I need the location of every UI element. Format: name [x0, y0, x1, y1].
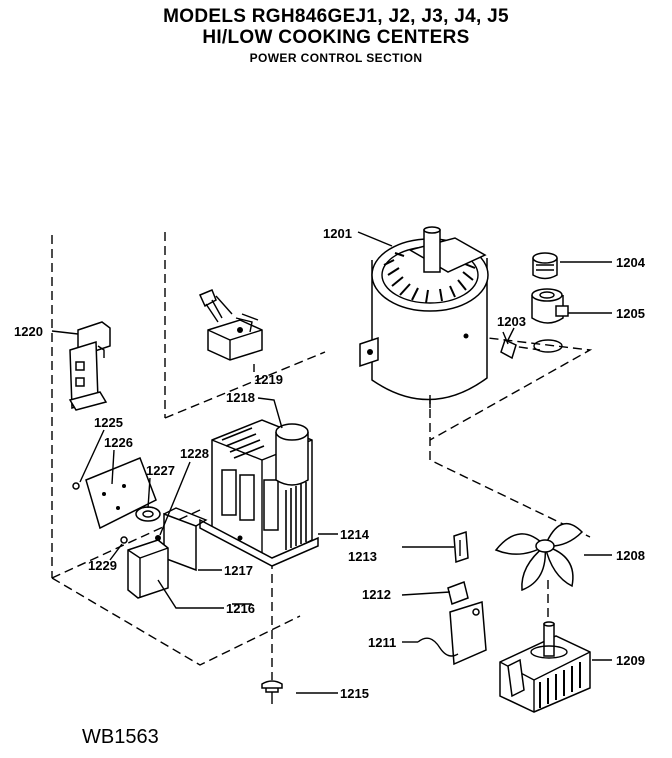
label-1205: 1205 — [616, 306, 645, 321]
label-1214: 1214 — [340, 527, 370, 542]
label-1201: 1201 — [323, 226, 352, 241]
part-1215-screw — [261, 680, 283, 704]
part-1208-fan-blade — [494, 522, 584, 592]
drawing-code: WB1563 — [82, 726, 159, 748]
label-1225: 1225 — [94, 415, 123, 430]
part-1209-fan-motor — [499, 621, 591, 713]
part-1228-spring — [155, 535, 161, 541]
part-1213-clip — [453, 530, 469, 564]
label-1209: 1209 — [616, 653, 645, 668]
part-labels: 1201 1203 1204 1205 1208 1209 1211 1212 … — [14, 226, 646, 701]
part-1220-bracket — [68, 321, 111, 411]
title-models: MODELS RGH846GEJ1, J2, J3, J4, J5 — [163, 6, 509, 27]
part-1226-plate — [85, 457, 157, 530]
part-1211-mount — [417, 601, 487, 666]
label-1203: 1203 — [497, 314, 526, 329]
label-1229: 1229 — [88, 558, 117, 573]
section-title: POWER CONTROL SECTION — [249, 51, 423, 65]
part-1205-socket — [531, 288, 569, 353]
label-1228: 1228 — [180, 446, 209, 461]
label-1204: 1204 — [616, 255, 646, 270]
part-1225-screw — [72, 482, 80, 490]
label-1217: 1217 — [224, 563, 253, 578]
label-1219: 1219 — [254, 372, 283, 387]
label-1211: 1211 — [368, 635, 396, 650]
label-1212: 1212 — [362, 587, 391, 602]
leader-lines — [51, 231, 612, 694]
label-1226: 1226 — [104, 435, 133, 450]
part-1229-screw — [120, 536, 128, 544]
part-1204-cap — [532, 252, 558, 280]
label-1208: 1208 — [616, 548, 645, 563]
part-1212-clip — [447, 581, 469, 605]
label-1216: 1216 — [226, 601, 255, 616]
part-1218-capacitor — [275, 423, 309, 486]
label-1215: 1215 — [340, 686, 369, 701]
part-1227-switch — [135, 506, 161, 522]
part-1203-clip — [500, 331, 517, 360]
label-1220: 1220 — [14, 324, 43, 339]
title-product: HI/LOW COOKING CENTERS — [202, 27, 470, 48]
part-1216-bracket — [127, 539, 169, 599]
assembly-dashed-outlines — [51, 232, 593, 680]
part-1201-motor — [359, 226, 489, 408]
label-1213: 1213 — [348, 549, 377, 564]
label-1218: 1218 — [226, 390, 255, 405]
part-1217-bracket — [163, 507, 208, 572]
label-1227: 1227 — [146, 463, 175, 478]
part-1219-relay — [198, 289, 263, 361]
